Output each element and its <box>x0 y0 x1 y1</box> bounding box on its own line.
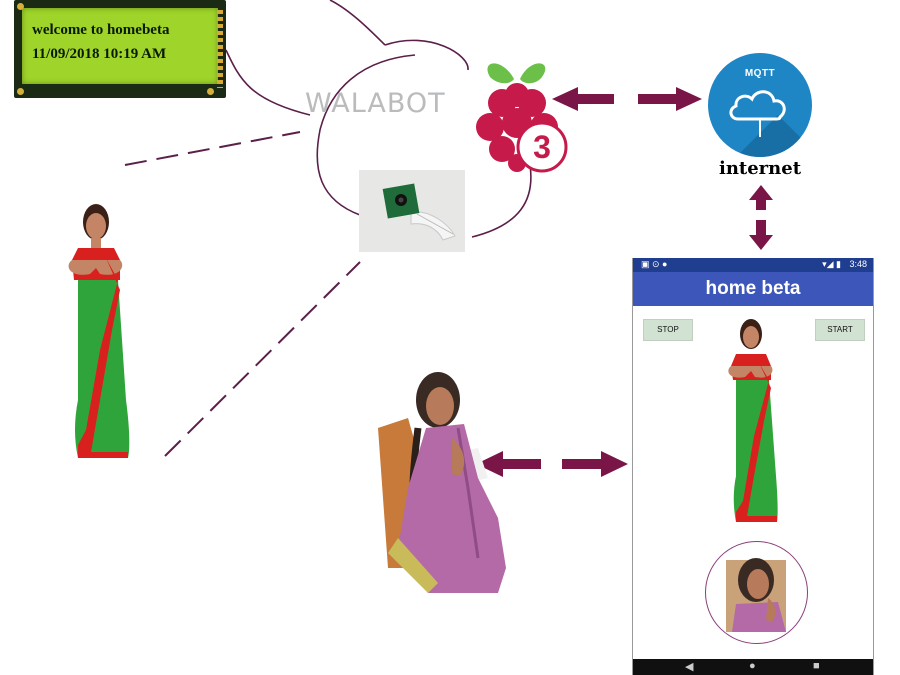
back-icon[interactable]: ◀ <box>685 661 694 673</box>
app-title: home beta <box>633 272 873 306</box>
camera-module-icon <box>382 183 456 241</box>
start-button[interactable]: START <box>815 319 865 341</box>
lcd-mount-hole <box>17 88 24 95</box>
woman-namaste-icon <box>68 204 130 458</box>
lcd-mount-hole <box>17 3 24 10</box>
stop-button[interactable]: STOP <box>643 319 693 341</box>
walabot-logo: WALABOT <box>305 88 446 119</box>
home-icon[interactable]: ● <box>749 660 756 672</box>
woman-namaste-icon <box>728 319 778 522</box>
lcd-to-hub-curve <box>329 0 386 46</box>
internet-label: internet <box>718 158 802 179</box>
navigation-bar: ◀ ● ■ <box>633 659 873 675</box>
visitor-profile-photo[interactable] <box>705 541 808 644</box>
lcd-connector-curve <box>225 49 311 116</box>
woman-to-walabot-dash <box>124 131 301 166</box>
lcd-display: welcome to homebeta 11/09/2018 10:19 AM <box>14 0 226 98</box>
arrow-icon <box>749 220 773 250</box>
hub-loop-curve <box>384 39 469 71</box>
pi-model-badge: 3 <box>533 129 551 165</box>
lcd-pins <box>217 10 223 88</box>
arrow-icon <box>552 87 614 111</box>
phone-app-screen: ▣ ⊙ ● ▾◢ ▮ 3:48 home beta STOP START ◀ ●… <box>632 258 874 675</box>
arrow-icon <box>476 451 541 477</box>
lcd-line-1: welcome to homebeta <box>32 22 170 38</box>
signal-icon: ▾◢ ▮ <box>822 259 841 269</box>
notification-icon: ▣ ⊙ ● <box>641 259 668 269</box>
seated-woman-icon <box>378 372 506 593</box>
lcd-line-2: 11/09/2018 10:19 AM <box>32 46 167 62</box>
raspberry-pi-icon: 3 <box>476 63 568 173</box>
lcd-screen: welcome to homebeta 11/09/2018 10:19 AM <box>22 8 218 84</box>
mqtt-label: MQTT <box>744 68 776 79</box>
status-bar: ▣ ⊙ ● ▾◢ ▮ 3:48 <box>633 258 873 272</box>
arrow-icon <box>562 451 628 477</box>
seated-woman-icon <box>726 558 786 632</box>
recents-icon[interactable]: ■ <box>813 660 820 672</box>
camera-to-pi-curve <box>471 164 532 238</box>
arrow-icon <box>638 87 702 111</box>
camera-module-photo <box>359 170 465 252</box>
lcd-mount-hole <box>207 88 214 95</box>
arrow-icon <box>749 185 773 210</box>
status-time: 3:48 <box>849 259 867 269</box>
woman-to-camera-dash <box>164 261 361 457</box>
hub-left-curve <box>316 54 416 216</box>
